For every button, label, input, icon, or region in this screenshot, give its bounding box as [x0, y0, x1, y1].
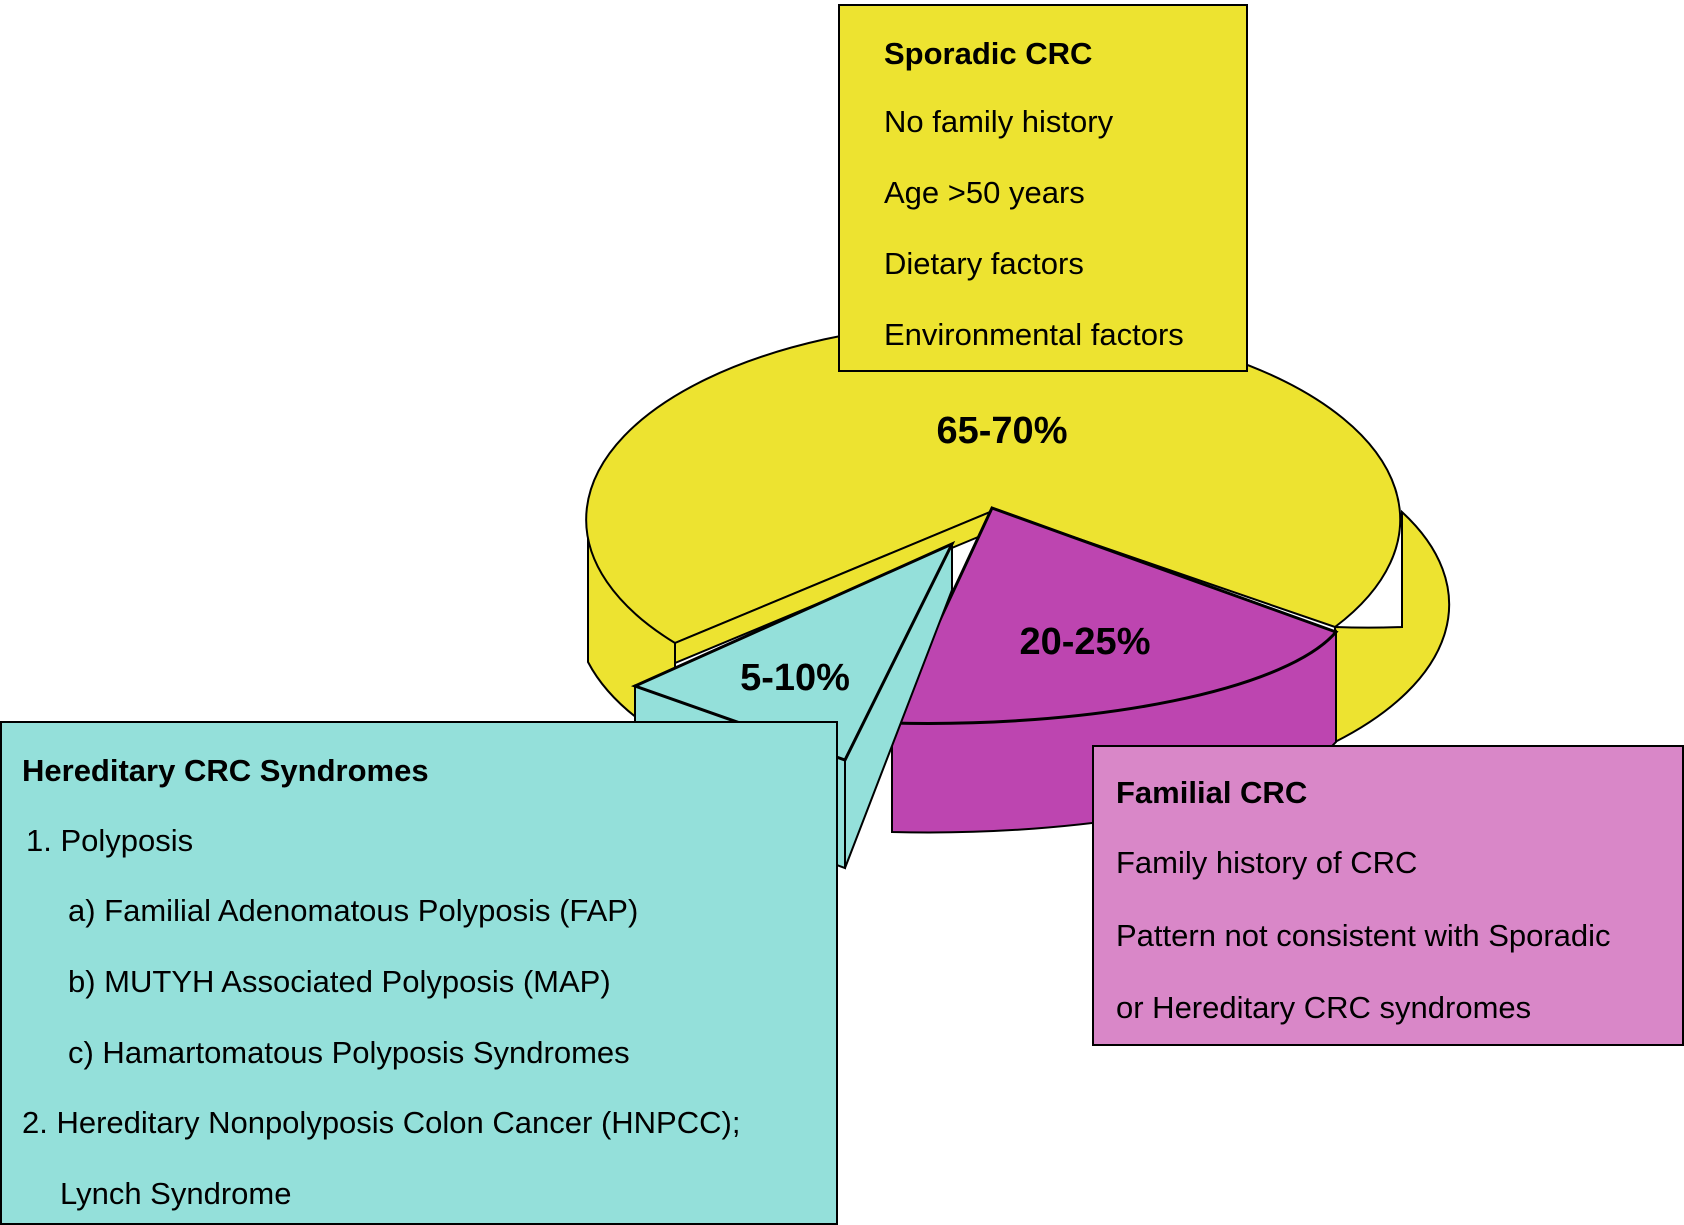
hereditary-callout: Hereditary CRC Syndromes 1. Polyposis a)… — [0, 721, 838, 1225]
sporadic-line: Dietary factors — [884, 246, 1084, 281]
sporadic-title: Sporadic CRC — [884, 36, 1093, 71]
sporadic-line: Environmental factors — [884, 317, 1184, 352]
hereditary-line: b) MUTYH Associated Polyposis (MAP) — [68, 964, 611, 999]
label-hereditary: 5-10% — [740, 657, 850, 699]
familial-line: Family history of CRC — [1116, 845, 1418, 880]
label-sporadic: 65-70% — [937, 410, 1068, 452]
sporadic-callout: Sporadic CRC No family history Age >50 y… — [838, 4, 1248, 372]
sporadic-line: No family history — [884, 104, 1114, 139]
familial-title: Familial CRC — [1116, 775, 1308, 810]
hereditary-title: Hereditary CRC Syndromes — [22, 753, 429, 788]
label-familial: 20-25% — [1020, 621, 1151, 663]
slice-familial-top — [889, 506, 1339, 725]
hereditary-line: 2. Hereditary Nonpolyposis Colon Cancer … — [22, 1105, 741, 1140]
sporadic-line: Age >50 years — [884, 175, 1085, 210]
familial-callout: Familial CRC Family history of CRC Patte… — [1092, 745, 1684, 1046]
hereditary-line: Lynch Syndrome — [60, 1176, 292, 1211]
hereditary-line: c) Hamartomatous Polyposis Syndromes — [68, 1035, 630, 1070]
familial-line: Pattern not consistent with Sporadic — [1116, 918, 1611, 953]
familial-line: or Hereditary CRC syndromes — [1116, 990, 1532, 1025]
hereditary-line: a) Familial Adenomatous Polyposis (FAP) — [68, 893, 639, 928]
hereditary-line: 1. Polyposis — [26, 823, 194, 858]
slice-sporadic-side-right — [1334, 509, 1451, 744]
